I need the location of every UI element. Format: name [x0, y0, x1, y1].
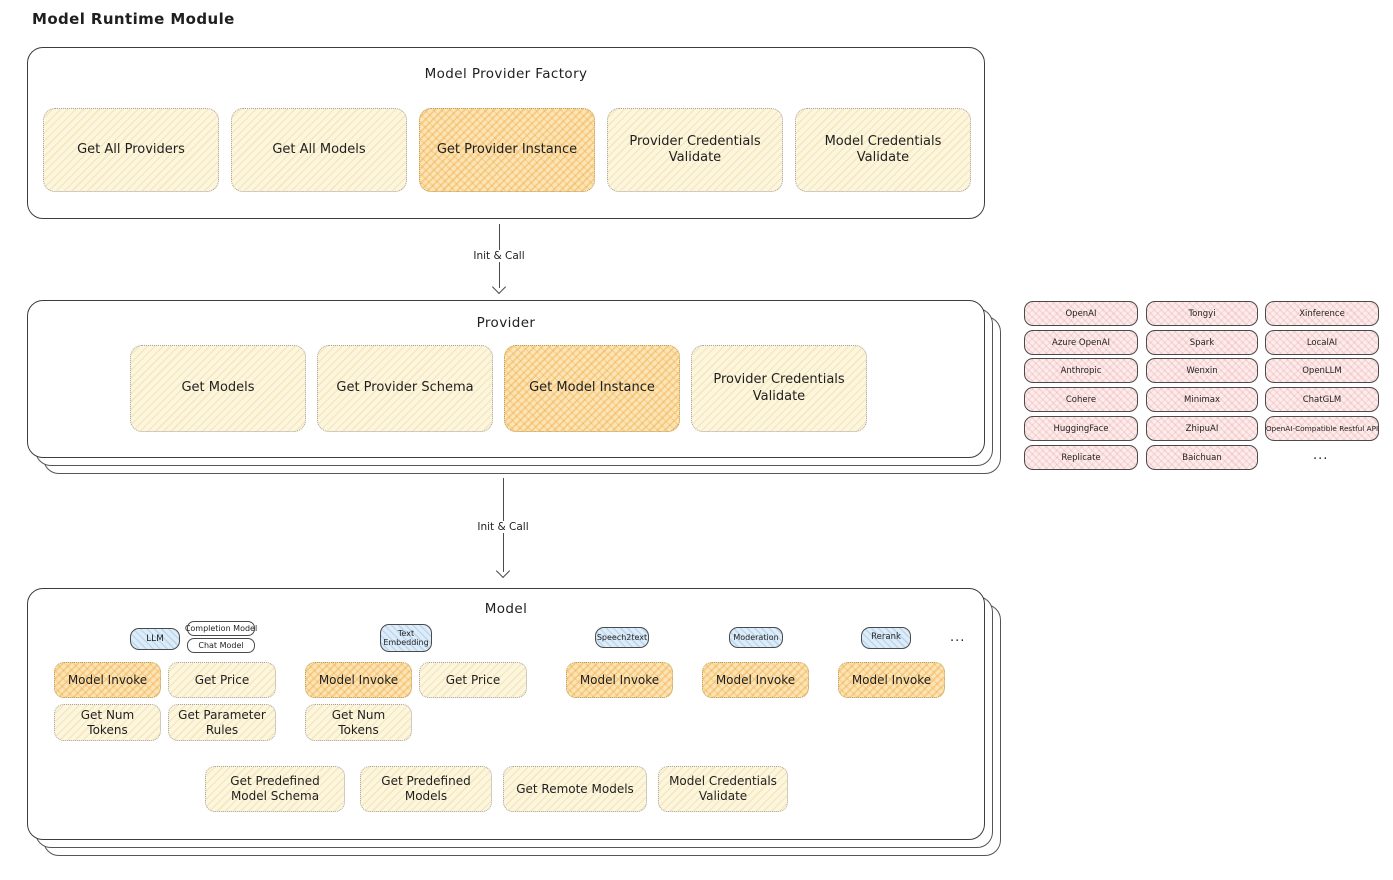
node-provider-credentials-validate-provider: Provider Credentials Validate: [691, 345, 867, 432]
node-model-invoke-text-embedding: Model Invoke: [305, 662, 412, 698]
provider-chip-openai: OpenAI: [1024, 301, 1138, 326]
node-get-num-tokens-llm: Get Num Tokens: [54, 704, 161, 741]
provider-chip-localai: LocalAI: [1265, 330, 1379, 355]
provider-chip-minimax: Minimax: [1146, 387, 1258, 412]
type-tag-text-embedding: Text Embedding: [380, 624, 432, 652]
provider-chip-openllm: OpenLLM: [1265, 358, 1379, 383]
node-get-provider-schema: Get Provider Schema: [317, 345, 493, 432]
node-get-all-providers: Get All Providers: [43, 108, 219, 192]
type-tag-completion-model: Completion Model: [185, 621, 257, 636]
provider-chip-anthropic: Anthropic: [1024, 358, 1138, 383]
node-model-credentials-validate-model: Model Credentials Validate: [658, 766, 788, 812]
node-get-all-models: Get All Models: [231, 108, 407, 192]
node-get-remote-models: Get Remote Models: [503, 766, 647, 812]
node-model-invoke-moderation: Model Invoke: [702, 662, 809, 698]
provider-chip-cohere: Cohere: [1024, 387, 1138, 412]
provider-list-ellipsis: ...: [1313, 448, 1329, 463]
provider-chip-spark: Spark: [1146, 330, 1258, 355]
type-tag-rerank: Rerank: [861, 627, 911, 649]
provider-frame-title: Provider: [476, 315, 536, 331]
provider-chip-zhipuai: ZhipuAI: [1146, 416, 1258, 441]
provider-chip-tongyi: Tongyi: [1146, 301, 1258, 326]
provider-chip-replicate: Replicate: [1024, 445, 1138, 470]
provider-chip-chatglm: ChatGLM: [1265, 387, 1379, 412]
arrow-factory-to-provider-head: [491, 279, 507, 295]
node-get-predefined-models: Get Predefined Models: [360, 766, 492, 812]
provider-chip-azure-openai: Azure OpenAI: [1024, 330, 1138, 355]
node-get-price-llm: Get Price: [168, 662, 276, 698]
type-tag-llm: LLM: [130, 628, 180, 650]
arrow-label-init-call-2: Init & Call: [472, 521, 534, 533]
arrow-provider-to-model-head: [495, 563, 511, 579]
node-get-num-tokens-text-embedding: Get Num Tokens: [305, 704, 412, 741]
node-get-model-instance: Get Model Instance: [504, 345, 680, 432]
node-get-price-text-embedding: Get Price: [419, 662, 527, 698]
provider-chip-wenxin: Wenxin: [1146, 358, 1258, 383]
type-tag-chat-model: Chat Model: [187, 638, 255, 653]
node-get-predefined-model-schema: Get Predefined Model Schema: [205, 766, 345, 812]
model-frame-title: Model: [484, 601, 528, 617]
provider-chip-xinference: Xinference: [1265, 301, 1379, 326]
factory-frame-title: Model Provider Factory: [424, 66, 588, 82]
page-title: Model Runtime Module: [32, 10, 235, 28]
node-model-invoke-speech2text: Model Invoke: [566, 662, 673, 698]
type-tag-speech2text: Speech2text: [595, 627, 649, 648]
node-get-parameter-rules: Get Parameter Rules: [168, 704, 276, 741]
type-tag-moderation: Moderation: [729, 627, 783, 648]
node-model-invoke-llm: Model Invoke: [54, 662, 161, 698]
node-get-provider-instance: Get Provider Instance: [419, 108, 595, 192]
provider-chip-baichuan: Baichuan: [1146, 445, 1258, 470]
provider-chip-openai-compatible-restful-api: OpenAI-Compatible Restful API: [1265, 416, 1379, 441]
node-get-models: Get Models: [130, 345, 306, 432]
node-model-credentials-validate-factory: Model Credentials Validate: [795, 108, 971, 192]
provider-chip-huggingface: HuggingFace: [1024, 416, 1138, 441]
node-model-invoke-rerank: Model Invoke: [838, 662, 945, 698]
node-provider-credentials-validate-factory: Provider Credentials Validate: [607, 108, 783, 192]
model-types-ellipsis: ...: [950, 630, 966, 645]
arrow-label-init-call-1: Init & Call: [468, 250, 530, 262]
